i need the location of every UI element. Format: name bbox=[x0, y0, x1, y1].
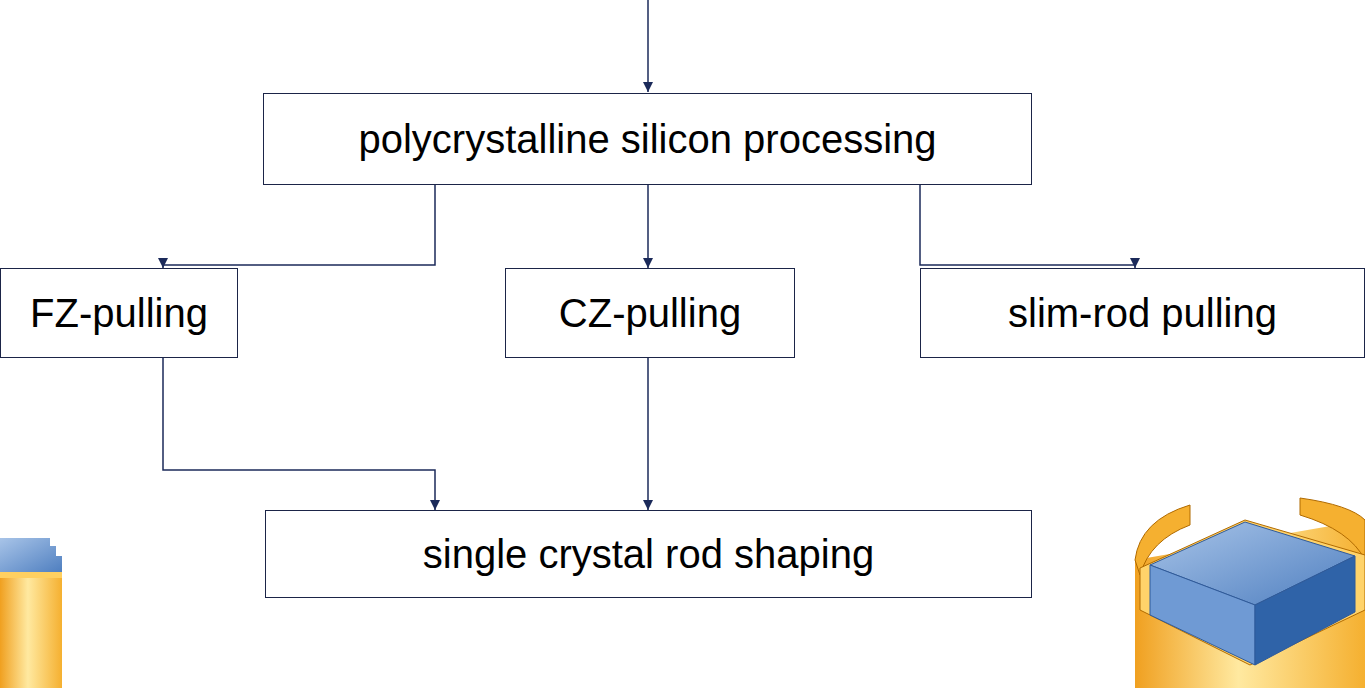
process-box: CZ-pulling bbox=[505, 268, 795, 358]
box-label: CZ-pulling bbox=[559, 290, 741, 336]
shaped-rod-illustration bbox=[1135, 498, 1365, 688]
process-box: polycrystalline silicon processing bbox=[263, 93, 1032, 185]
process-box: slim-rod pulling bbox=[920, 268, 1365, 358]
flow-arrow bbox=[163, 185, 435, 268]
box-label: polycrystalline silicon processing bbox=[358, 116, 936, 162]
box-label: FZ-pulling bbox=[30, 290, 208, 336]
box-label: slim-rod pulling bbox=[1008, 290, 1277, 336]
flow-arrow bbox=[163, 358, 435, 510]
flow-arrow bbox=[647, 358, 649, 510]
process-box: single crystal rod shaping bbox=[265, 510, 1032, 598]
flow-arrow bbox=[647, 185, 649, 268]
process-box: FZ-pulling bbox=[0, 268, 238, 358]
rod-illustration bbox=[0, 538, 62, 688]
flow-arrow bbox=[920, 185, 1135, 268]
incoming-arrow bbox=[647, 0, 649, 92]
box-label: single crystal rod shaping bbox=[423, 531, 874, 577]
